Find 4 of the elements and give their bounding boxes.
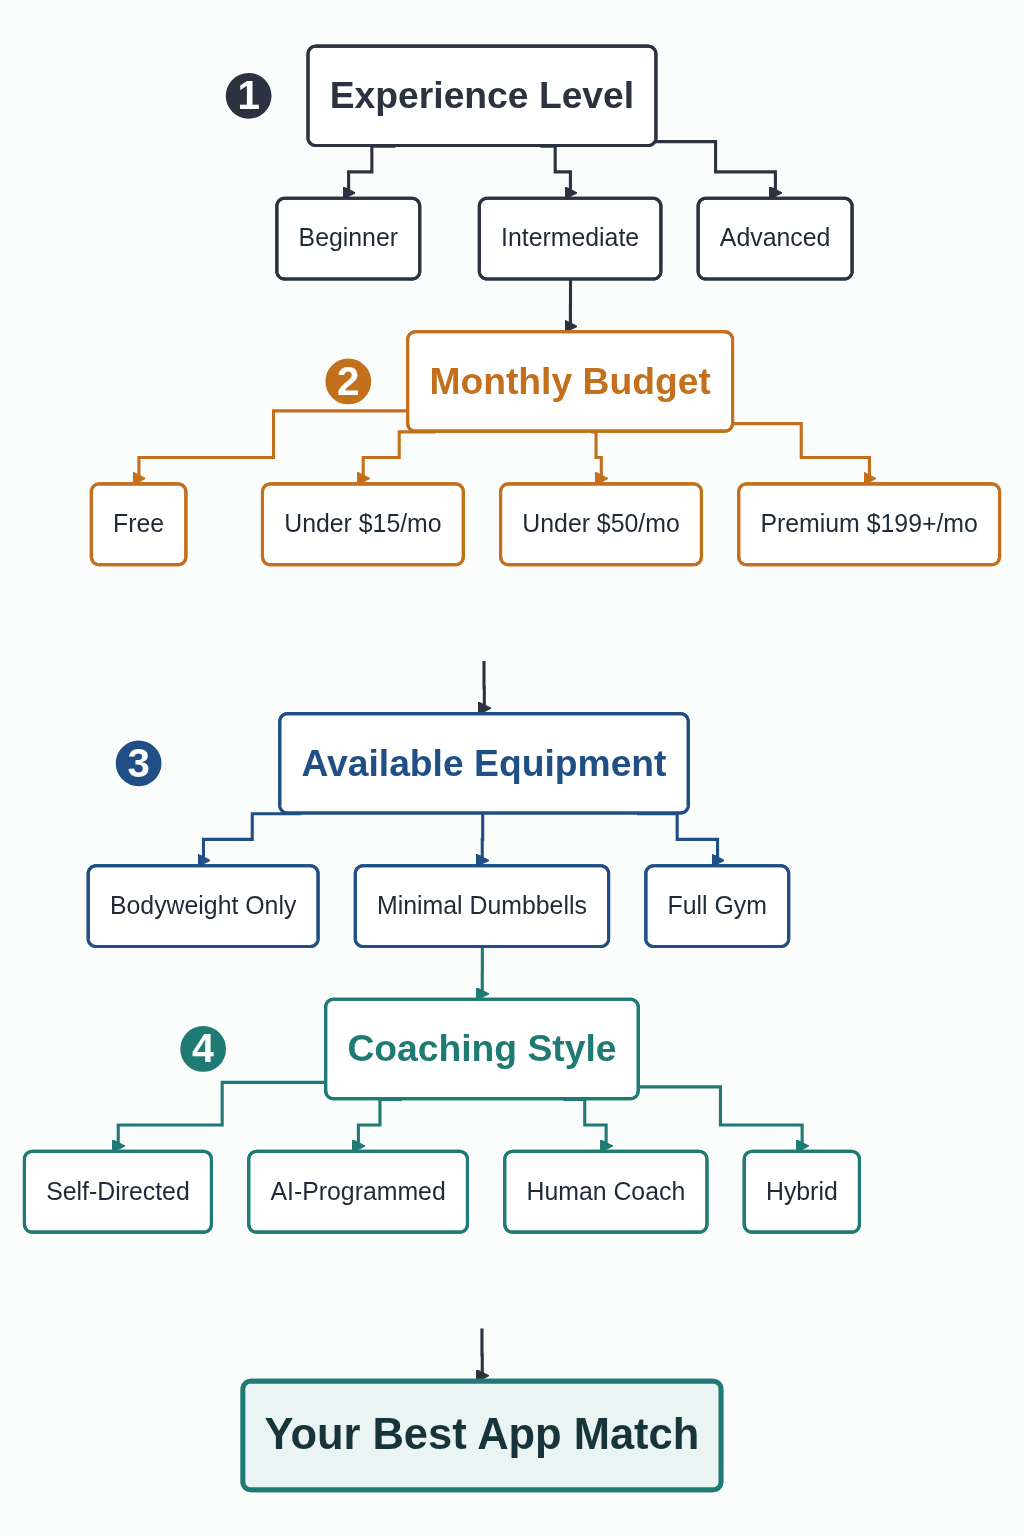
node-circle: 4 bbox=[180, 1026, 226, 1072]
node-circle: 2 bbox=[325, 358, 372, 405]
node-circle: 3 bbox=[115, 740, 162, 787]
node-circle: 1 bbox=[225, 72, 272, 119]
